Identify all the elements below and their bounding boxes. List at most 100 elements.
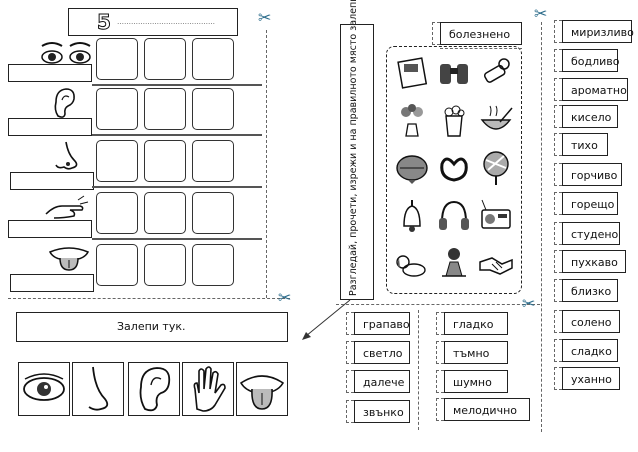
glue-tab (554, 250, 562, 273)
tongue-icon (48, 247, 90, 271)
glue-tab (554, 133, 562, 156)
word-card[interactable]: тихо (562, 133, 608, 156)
word-card[interactable]: тъмно (444, 341, 508, 364)
label-box[interactable] (8, 118, 92, 136)
glue-tab (554, 367, 562, 390)
separator (92, 84, 262, 86)
label-box[interactable] (8, 220, 92, 238)
glue-tab (554, 192, 562, 215)
flowers-icon[interactable] (394, 102, 430, 138)
separator (92, 186, 262, 188)
pretzel-icon[interactable] (436, 150, 472, 186)
glue-tab (436, 370, 444, 393)
page-number-box: 5 …………………………………… (68, 8, 238, 36)
word-card[interactable]: близко (562, 279, 618, 302)
word-card[interactable]: горчиво (562, 163, 622, 186)
word-card[interactable]: болезнено (440, 22, 522, 45)
glue-tab (554, 49, 562, 72)
answer-cell[interactable] (96, 38, 138, 80)
hand-icon (193, 366, 226, 412)
organ-card[interactable] (128, 362, 180, 416)
answer-cell[interactable] (144, 88, 186, 130)
word-card[interactable]: грапаво (354, 312, 410, 335)
books-icon[interactable] (394, 54, 430, 90)
organ-card[interactable] (182, 362, 234, 416)
label-box[interactable] (10, 274, 94, 292)
watermelon-icon[interactable] (394, 150, 430, 186)
word-card[interactable]: пухкаво (562, 250, 626, 273)
word-card[interactable]: бодливо (562, 49, 620, 72)
cut-line (266, 30, 267, 298)
popcorn-icon[interactable] (436, 102, 472, 138)
puppy-icon[interactable] (394, 246, 430, 282)
cut-line (541, 22, 542, 432)
lollipop-icon[interactable] (478, 150, 514, 186)
answer-cell[interactable] (96, 88, 138, 130)
label-box[interactable] (8, 64, 92, 82)
word-card[interactable]: звънко (354, 400, 410, 423)
organ-card[interactable] (18, 362, 70, 416)
word-card[interactable]: гладко (444, 312, 508, 335)
glue-tab (432, 22, 440, 45)
radio-icon[interactable] (478, 198, 514, 234)
glue-tab (554, 279, 562, 302)
word-card[interactable]: сладко (562, 339, 618, 362)
girl-icon[interactable] (436, 246, 472, 282)
scissors-icon: ✂ (534, 4, 548, 23)
word-card[interactable]: горещо (562, 192, 618, 215)
binoculars-icon[interactable] (436, 54, 472, 90)
glue-tab (346, 400, 354, 423)
bell-icon[interactable] (394, 198, 430, 234)
word-card[interactable]: мелодично (444, 398, 530, 421)
glue-tab (554, 20, 562, 43)
word-card[interactable]: ароматно (562, 78, 628, 101)
scissors-icon: ✂ (522, 294, 536, 313)
answer-cell[interactable] (192, 88, 234, 130)
hand-icon (45, 195, 89, 219)
answer-cell[interactable] (144, 192, 186, 234)
organ-card[interactable] (72, 362, 124, 416)
scissors-icon: ✂ (278, 288, 292, 307)
instruction-box (340, 24, 374, 300)
glue-here-box[interactable]: Залепи тук. (16, 312, 288, 342)
eyes-icon (41, 42, 91, 64)
glue-tab (436, 312, 444, 335)
glue-tab (554, 222, 562, 245)
label-box[interactable] (10, 172, 94, 190)
answer-cell[interactable] (144, 244, 186, 286)
word-card[interactable]: кисело (562, 105, 618, 128)
word-card[interactable]: миризливо (562, 20, 634, 43)
nose-icon (55, 141, 78, 170)
soup-bowl-icon[interactable] (478, 102, 514, 138)
organ-card[interactable] (236, 362, 288, 416)
word-card[interactable]: светло (354, 341, 410, 364)
answer-cell[interactable] (96, 140, 138, 182)
answer-cell[interactable] (144, 38, 186, 80)
answer-cell[interactable] (192, 38, 234, 80)
answer-cell[interactable] (96, 244, 138, 286)
glue-tab (346, 370, 354, 393)
eye-icon (23, 373, 65, 401)
word-card[interactable]: далече (354, 370, 410, 393)
answer-cell[interactable] (192, 192, 234, 234)
answer-cell[interactable] (192, 244, 234, 286)
word-card[interactable]: студено (562, 222, 620, 245)
word-card[interactable]: шумно (444, 370, 508, 393)
answer-cell[interactable] (144, 140, 186, 182)
headphones-icon[interactable] (436, 198, 472, 234)
glue-here-label: Залепи тук. (117, 320, 186, 333)
glue-tab (436, 398, 444, 421)
flashlight-icon[interactable] (478, 54, 514, 90)
handshake-icon[interactable] (478, 246, 514, 282)
ear-icon (139, 367, 171, 412)
answer-cell[interactable] (192, 140, 234, 182)
glue-tab (554, 163, 562, 186)
glue-tab (554, 339, 562, 362)
word-card[interactable]: солено (562, 310, 620, 333)
separator (92, 238, 262, 240)
answer-cell[interactable] (96, 192, 138, 234)
separator (92, 134, 262, 136)
word-card[interactable]: уханно (562, 367, 620, 390)
glue-tab (346, 312, 354, 335)
ear-icon (54, 88, 75, 118)
